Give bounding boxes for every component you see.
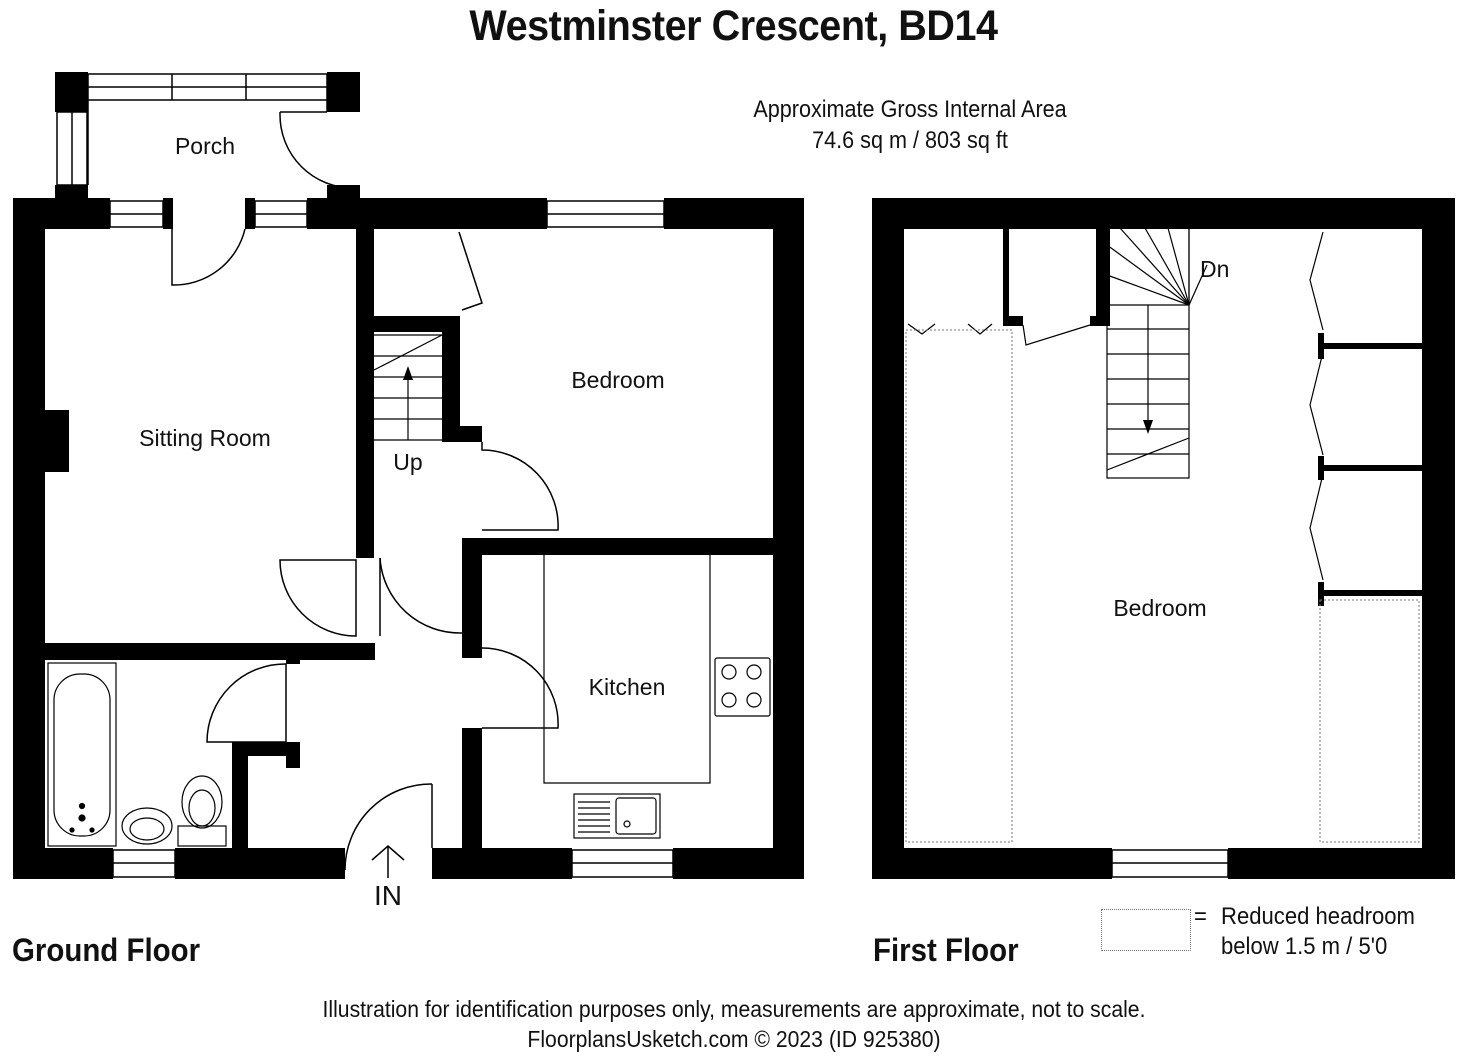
room-label-porch: Porch: [175, 133, 235, 159]
first-floor-window: [1111, 849, 1229, 878]
disclaimer: Illustration for identification purposes…: [322, 996, 1146, 1022]
page-title: Westminster Crescent, BD14: [469, 2, 998, 50]
first-floor-doors: [907, 231, 1324, 581]
stairs-down-arrow-icon: [1143, 420, 1153, 434]
stairs-up-label: Up: [393, 449, 422, 475]
room-label-bedroom-ground: Bedroom: [571, 367, 664, 393]
stairs-down-label: Dn: [1200, 256, 1229, 282]
stairs-up-arrow-icon: [403, 366, 413, 380]
kitchen-fittings: [543, 555, 771, 839]
legend-swatch: [1101, 909, 1191, 951]
legend-text-line2: below 1.5 m / 5'0: [1221, 933, 1388, 960]
entrance-label: IN: [374, 880, 402, 911]
first-floor-walls: [872, 198, 1455, 879]
ground-floor-walls: [13, 72, 804, 879]
room-label-sitting-room: Sitting Room: [139, 425, 271, 451]
copyright: FloorplansUsketch.com © 2023 (ID 925380): [527, 1026, 941, 1052]
ground-floor-stairs: [373, 334, 443, 441]
entrance-arrow-icon: [371, 845, 405, 878]
porch-outline: [87, 100, 328, 185]
area-label: Approximate Gross Internal Area: [753, 96, 1067, 123]
legend-text-line1: Reduced headroom: [1221, 903, 1415, 930]
ground-floor-doors: [171, 111, 559, 871]
legend-equals: =: [1194, 903, 1207, 930]
bathroom-fittings: [47, 662, 227, 847]
ground-floor-windows: [56, 73, 674, 878]
area-value: 74.6 sq m / 803 sq ft: [812, 127, 1008, 154]
first-floor-stairs: [1106, 227, 1208, 479]
reduced-headroom-areas: [905, 329, 1420, 843]
first-floor-label: First Floor: [873, 932, 1019, 968]
room-label-kitchen: Kitchen: [589, 674, 666, 700]
ground-floor-label: Ground Floor: [12, 932, 201, 968]
room-label-bedroom-first: Bedroom: [1113, 595, 1206, 621]
